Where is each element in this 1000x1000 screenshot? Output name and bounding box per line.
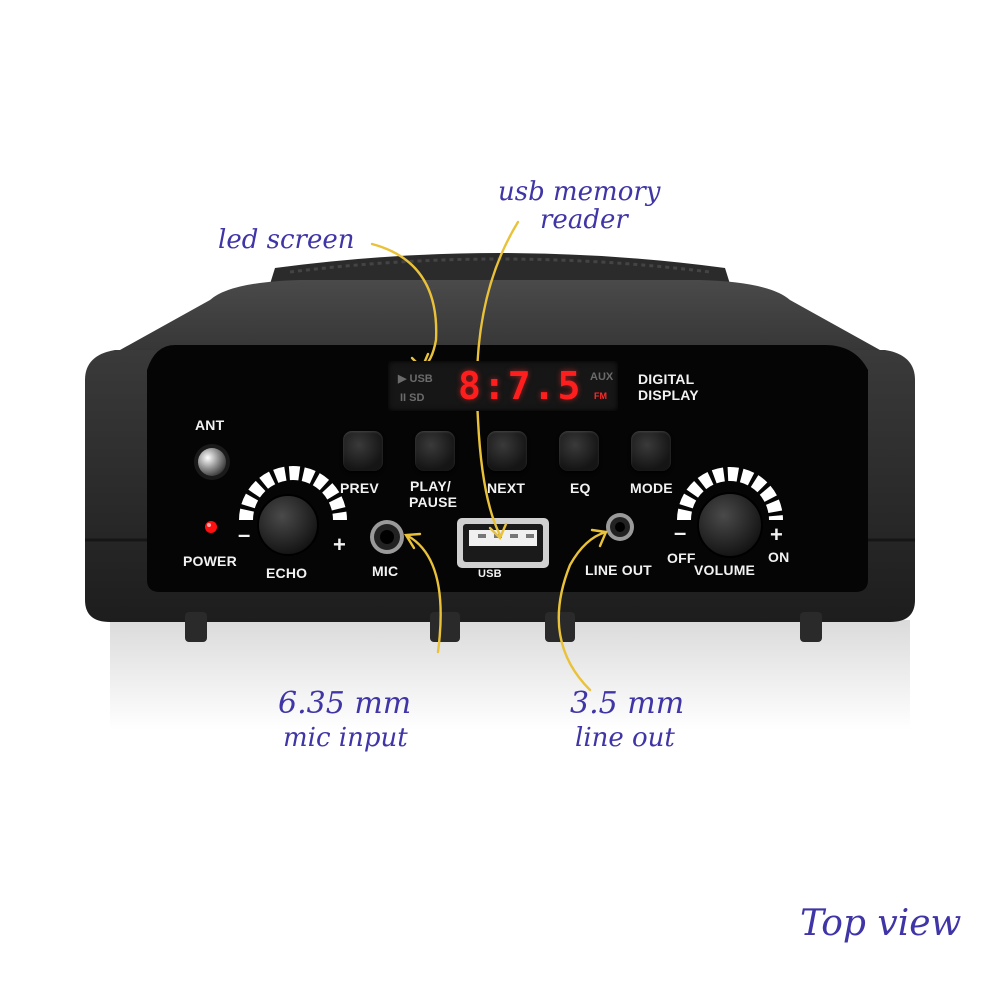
ant-label: ANT <box>195 417 225 433</box>
usb-label: USB <box>478 568 502 580</box>
annotation-usb-reader-2: reader <box>540 205 628 235</box>
power-label: POWER <box>183 553 237 569</box>
echo-plus-sign: + <box>333 532 346 557</box>
annotation-line-out-2: line out <box>575 723 675 753</box>
mic-label: MIC <box>372 563 399 579</box>
echo-minus-sign: – <box>238 522 251 547</box>
display-sd-indicator: II SD <box>400 392 425 404</box>
volume-minus-sign: – <box>674 520 687 545</box>
volume-on-label: ON <box>768 549 790 565</box>
eq-label: EQ <box>570 480 591 496</box>
display-digits: 8:7.5 <box>458 364 583 408</box>
play-pause-button[interactable] <box>415 431 455 471</box>
mode-button[interactable] <box>631 431 671 471</box>
line-out-label: LINE OUT <box>585 562 652 578</box>
annotation-led-screen: led screen <box>218 225 355 255</box>
eq-button[interactable] <box>559 431 599 471</box>
next-label: NEXT <box>487 480 526 496</box>
annotation-top-view: Top view <box>800 903 962 944</box>
annotation-usb-reader: usb memory <box>498 177 661 207</box>
volume-label: VOLUME <box>694 562 756 578</box>
prev-button[interactable] <box>343 431 383 471</box>
digital-display-label: DIGITAL <box>638 371 695 387</box>
prev-label: PREV <box>340 480 379 496</box>
echo-label: ECHO <box>266 565 308 581</box>
annotation-line-out: 3.5 mm <box>570 686 685 721</box>
mode-label: MODE <box>630 480 673 496</box>
digital-display-label-2: DISPLAY <box>638 387 699 403</box>
volume-off-label: OFF <box>667 550 696 566</box>
display-aux-indicator: AUX <box>590 371 614 383</box>
annotation-mic-input: 6.35 mm <box>278 686 412 721</box>
digital-display: ▶ USB II SD 8:7.5 AUX FM <box>388 361 618 411</box>
display-fm-indicator: FM <box>594 391 607 401</box>
volume-plus-sign: + <box>770 522 783 547</box>
annotation-mic-input-2: mic input <box>283 723 408 753</box>
display-usb-indicator: ▶ USB <box>398 373 433 385</box>
next-button[interactable] <box>487 431 527 471</box>
play-pause-label-2: PAUSE <box>409 494 458 510</box>
play-pause-label: PLAY/ <box>410 478 451 494</box>
